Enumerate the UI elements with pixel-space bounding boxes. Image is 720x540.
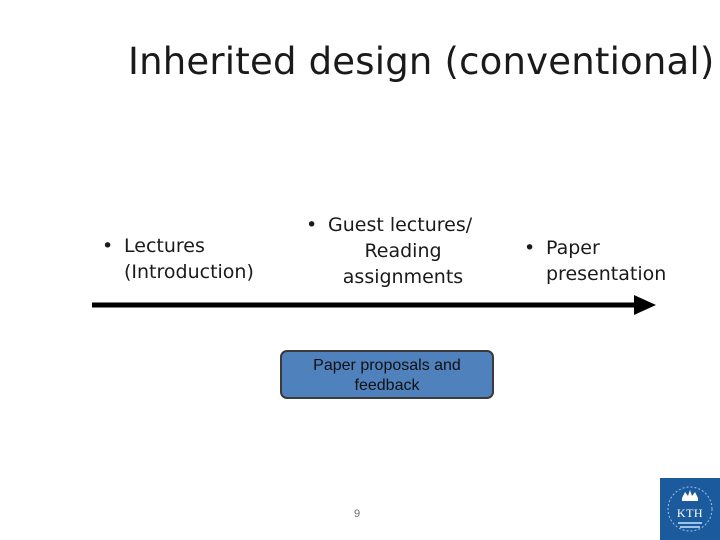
bullet-dot: • [102,235,114,257]
bullet-line: (Introduction) [124,261,254,283]
page-number: 9 [354,508,361,520]
slide-title: Inherited design (conventional) [128,40,715,83]
box-line: feedback [354,377,420,394]
logo-text: KTH [676,506,704,520]
bullet-line: presentation [546,263,667,285]
timeline-item-paper-presentation: • Paper presentation [524,235,666,287]
crown-icon [667,486,713,532]
kth-logo: KTH [660,478,720,540]
bullet-line: assignments [342,266,464,288]
bullet-line: Reading [364,240,442,262]
timeline-item-lectures: • Lectures (Introduction) [102,233,254,285]
timeline-arrow-head [634,295,656,315]
bullet-dot: • [524,237,536,259]
box-line: Paper proposals and [313,357,461,374]
bullet-line: Guest lectures/ [328,214,473,236]
paper-proposals-box: Paper proposals and feedback [280,350,494,399]
timeline-item-guest-lectures: • Guest lectures/ Reading assignments [306,212,478,290]
bullet-dot: • [306,214,318,236]
bullet-line: Lectures [124,235,205,257]
bullet-line: Paper [546,237,600,259]
